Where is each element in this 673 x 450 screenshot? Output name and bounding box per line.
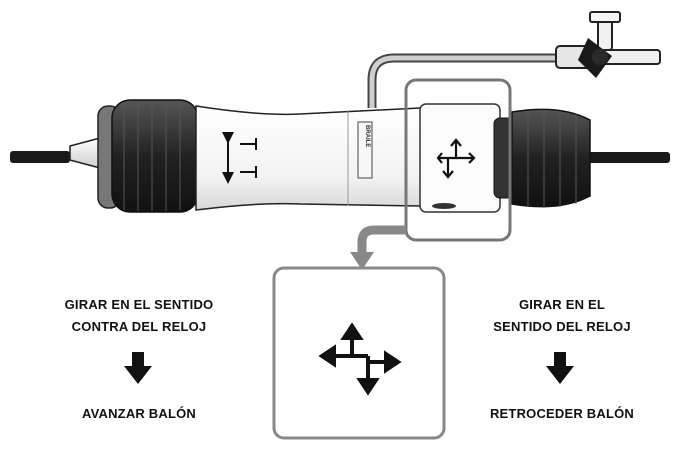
right-result-text: RETROCEDER BALÓN (489, 406, 635, 421)
left-grip (97, 99, 199, 213)
left-instruction-line-1: GIRAR EN EL SENTIDO (64, 297, 214, 312)
left-instruction-text: GIRAR EN EL SENTIDO CONTRA DEL RELOJ (24, 294, 254, 338)
right-instruction-line-1: GIRAR EN EL (519, 297, 605, 312)
left-down-arrow-icon (124, 352, 152, 384)
left-instruction-line-2: CONTRA DEL RELOJ (71, 319, 207, 334)
three-way-stopcock-icon (555, 11, 661, 78)
pointer-arrow (350, 225, 406, 270)
right-instruction-text: GIRAR EN EL SENTIDO DEL RELOJ (452, 294, 672, 338)
catheter-tip (69, 137, 101, 169)
brand-text: BRAILE (364, 125, 370, 148)
four-way-arrows-small-icon (436, 138, 476, 179)
side-tube (367, 53, 560, 108)
zoom-highlight-box (404, 78, 512, 242)
right-cable (585, 152, 670, 163)
right-down-arrow-icon (546, 352, 574, 384)
four-way-arrows-icon (318, 322, 402, 396)
handle-body (195, 105, 431, 211)
zoom-detail-panel (272, 266, 446, 440)
right-instruction-line-2: SENTIDO DEL RELOJ (493, 319, 631, 334)
left-cable (10, 151, 70, 163)
right-knob (493, 108, 591, 208)
slide-arrows-icon (222, 132, 257, 184)
left-result-text: AVANZAR BALÓN (81, 406, 197, 421)
